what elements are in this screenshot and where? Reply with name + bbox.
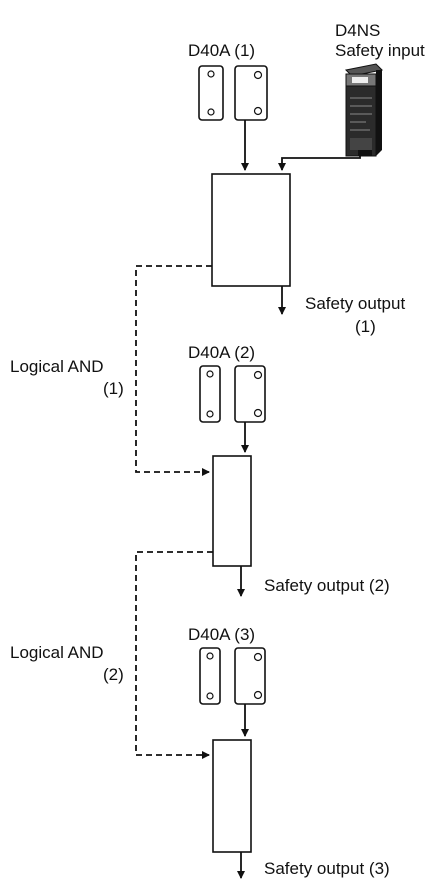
logic-label-2-sub: (2) <box>103 665 124 684</box>
sensor-label-1: D40A (1) <box>188 41 255 60</box>
controller-block-3 <box>212 739 252 853</box>
logic-label-1: Logical AND <box>10 357 104 376</box>
output-label-2: Safety output (2) <box>264 576 390 595</box>
sensor-label-3: D40A (3) <box>188 625 255 644</box>
d4ns-sublabel: Safety input <box>335 41 425 60</box>
output-label-3: Safety output (3) <box>264 859 390 878</box>
controller-block-1 <box>211 173 291 287</box>
sensor-label-2: D40A (2) <box>188 343 255 362</box>
d40a-switch-3 <box>199 647 266 705</box>
d40a-switch-2 <box>199 365 266 423</box>
d4ns-device-icon <box>344 63 384 157</box>
controller-block-2 <box>212 455 252 567</box>
d4ns-arrow <box>278 152 361 171</box>
output-label-1: Safety output <box>305 294 405 313</box>
logic-label-2: Logical AND <box>10 643 104 662</box>
logic-label-1-sub: (1) <box>103 379 124 398</box>
output-label-1-sub: (1) <box>355 317 376 336</box>
d40a-switch-1 <box>198 65 268 121</box>
d4ns-label: D4NS <box>335 21 380 40</box>
